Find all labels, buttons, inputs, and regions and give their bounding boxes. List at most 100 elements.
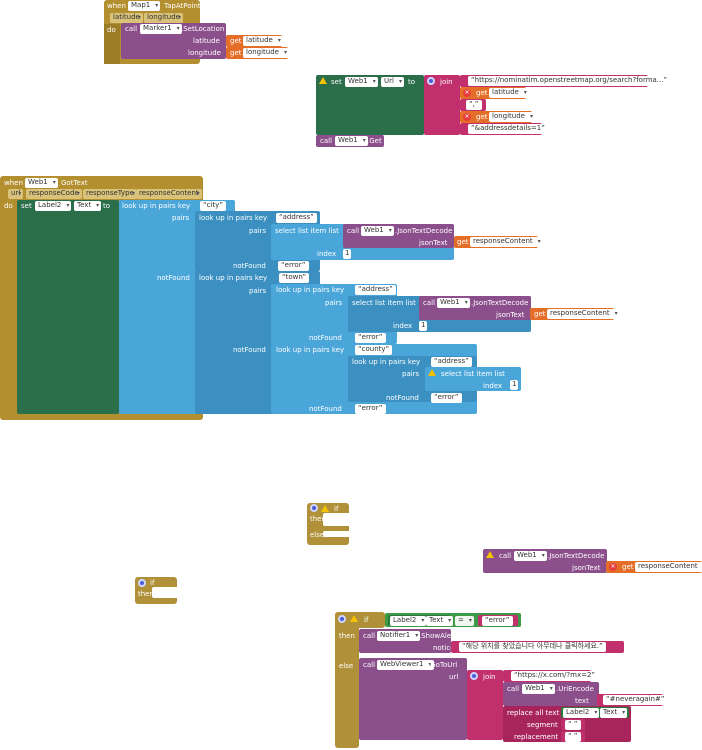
error-icon[interactable]: ✕ xyxy=(609,563,617,571)
lookup-label: look up in pairs key xyxy=(352,358,421,366)
web-component-dropdown[interactable]: Web1 xyxy=(25,178,58,188)
label2-dropdown[interactable]: Label2 xyxy=(390,616,427,626)
get-responsecontent-dropdown[interactable]: responseContent xyxy=(635,562,702,572)
map-component-dropdown[interactable]: Map1 xyxy=(128,1,161,11)
param-latitude[interactable]: latitude xyxy=(110,13,143,23)
get-label: get xyxy=(457,238,469,246)
operator-dropdown[interactable]: = xyxy=(455,616,474,626)
marker-dropdown[interactable]: Marker1 xyxy=(140,24,182,34)
text-property-dropdown[interactable]: Text xyxy=(74,201,102,211)
mutator-gear-icon[interactable] xyxy=(138,579,146,587)
param-longitude[interactable]: longitude xyxy=(144,13,183,23)
webviewer-dropdown[interactable]: WebViewer1 xyxy=(377,660,434,670)
decode-method: .JsonTextDecode xyxy=(471,299,529,307)
index-number[interactable]: 1 xyxy=(510,380,519,390)
key-town[interactable]: town xyxy=(279,273,310,283)
get-responsecontent-dropdown[interactable]: responseContent xyxy=(547,309,620,319)
key-address[interactable]: address xyxy=(431,357,472,367)
label2-dropdown[interactable]: Label2 xyxy=(35,201,72,211)
get-label: get xyxy=(622,563,634,571)
get-responsecontent-dropdown[interactable]: responseContent xyxy=(470,237,543,247)
pairs-label: pairs xyxy=(172,214,190,222)
if-label-error-block[interactable] xyxy=(335,612,359,748)
error-string[interactable]: error xyxy=(355,404,386,414)
mutator-gear-icon[interactable] xyxy=(427,77,435,85)
notifier-dropdown[interactable]: Notifier1 xyxy=(377,631,421,641)
arg-longitude-label: longitude xyxy=(188,49,221,57)
warning-icon[interactable] xyxy=(319,77,327,84)
call-label: call xyxy=(125,25,138,33)
index-number[interactable]: 1 xyxy=(343,249,352,259)
text-property-dropdown[interactable]: Text xyxy=(600,708,628,718)
arg-latitude-label: latitude xyxy=(193,37,220,45)
mutator-gear-icon[interactable] xyxy=(338,615,346,623)
when-label: when xyxy=(4,179,23,187)
get-longitude-dropdown[interactable]: longitude xyxy=(243,48,289,58)
web-call-dropdown[interactable]: Web1 xyxy=(514,551,547,561)
addressdetails-string[interactable]: &addressdetails=1 xyxy=(468,124,548,134)
select-list-item-block[interactable] xyxy=(425,367,521,391)
then-label: then xyxy=(138,590,154,598)
notfound-label: notFound xyxy=(386,394,419,402)
webviewer-gotourl-block[interactable] xyxy=(359,658,467,740)
warning-icon[interactable] xyxy=(350,615,358,622)
web-component-dropdown[interactable]: Web1 xyxy=(345,77,378,87)
mutator-gear-icon[interactable] xyxy=(310,504,318,512)
key-city[interactable]: city xyxy=(200,201,226,211)
join-block[interactable] xyxy=(424,75,460,135)
web-call-dropdown[interactable]: Web1 xyxy=(361,226,394,236)
web-call-dropdown[interactable]: Web1 xyxy=(335,136,368,146)
event-name: GotText xyxy=(61,179,88,187)
url-string[interactable]: https://x.com/?mx=2 xyxy=(511,671,599,681)
text-property-dropdown[interactable]: Text xyxy=(426,616,454,626)
error-string[interactable]: error xyxy=(482,616,513,626)
segment-string[interactable] xyxy=(565,720,581,730)
setlocation-method: .SetLocation xyxy=(181,25,225,33)
jsontext-label: jsonText xyxy=(419,239,448,247)
warning-icon[interactable] xyxy=(321,505,329,512)
call-label: call xyxy=(363,632,376,640)
warning-icon[interactable] xyxy=(428,369,436,376)
error-string[interactable]: error xyxy=(431,393,462,403)
join-block[interactable] xyxy=(467,670,503,740)
call-label: call xyxy=(423,299,436,307)
warning-icon[interactable] xyxy=(486,551,494,558)
web-property-dropdown[interactable]: Url xyxy=(381,77,404,87)
replacement-string[interactable] xyxy=(565,732,581,742)
comma-string[interactable]: , xyxy=(466,100,482,110)
get-latitude-dropdown[interactable]: latitude xyxy=(243,36,283,46)
pairs-label: pairs xyxy=(249,227,267,235)
get-latitude-dropdown[interactable]: latitude xyxy=(489,88,529,98)
key-county[interactable]: county xyxy=(355,345,393,355)
mutator-gear-icon[interactable] xyxy=(470,672,478,680)
notice-string[interactable]: 해당 위치를 찾았습니다 아무데나 클릭하세요. xyxy=(459,642,606,652)
hashtag-string[interactable]: #neveragain# xyxy=(603,695,668,705)
error-string[interactable]: error xyxy=(278,261,309,271)
label2-dropdown[interactable]: Label2 xyxy=(563,708,600,718)
decode-method: .JsonTextDecode xyxy=(547,552,605,560)
key-address[interactable]: address xyxy=(276,213,317,223)
web-call-dropdown[interactable]: Web1 xyxy=(437,298,470,308)
call-label: call xyxy=(347,227,360,235)
param-responsecontent[interactable]: responseContent xyxy=(136,189,202,199)
notfound-label: notFound xyxy=(157,274,190,282)
get-label: get xyxy=(476,113,488,121)
index-number[interactable]: 1 xyxy=(419,321,428,331)
param-responsetype[interactable]: responseType xyxy=(83,189,137,199)
get-method: .Get xyxy=(367,137,382,145)
param-responsecode[interactable]: responseCode xyxy=(26,189,82,199)
set-label-text-block[interactable] xyxy=(17,200,119,414)
call-label: call xyxy=(499,552,512,560)
error-icon[interactable]: ✕ xyxy=(463,113,471,121)
key-address[interactable]: address xyxy=(355,285,396,295)
get-longitude-dropdown[interactable]: longitude xyxy=(489,112,535,122)
error-string[interactable]: error xyxy=(355,333,386,343)
error-icon[interactable]: ✕ xyxy=(463,89,471,97)
lookup-label: look up in pairs key xyxy=(276,286,345,294)
get-label: get xyxy=(230,49,242,57)
url-string[interactable]: https://nominatim.openstreetmap.org/sear… xyxy=(468,76,671,86)
param-url[interactable]: url xyxy=(8,189,24,199)
web-call-dropdown[interactable]: Web1 xyxy=(522,684,555,694)
lookup-label: look up in pairs key xyxy=(199,274,268,282)
index-label: index xyxy=(483,382,503,390)
